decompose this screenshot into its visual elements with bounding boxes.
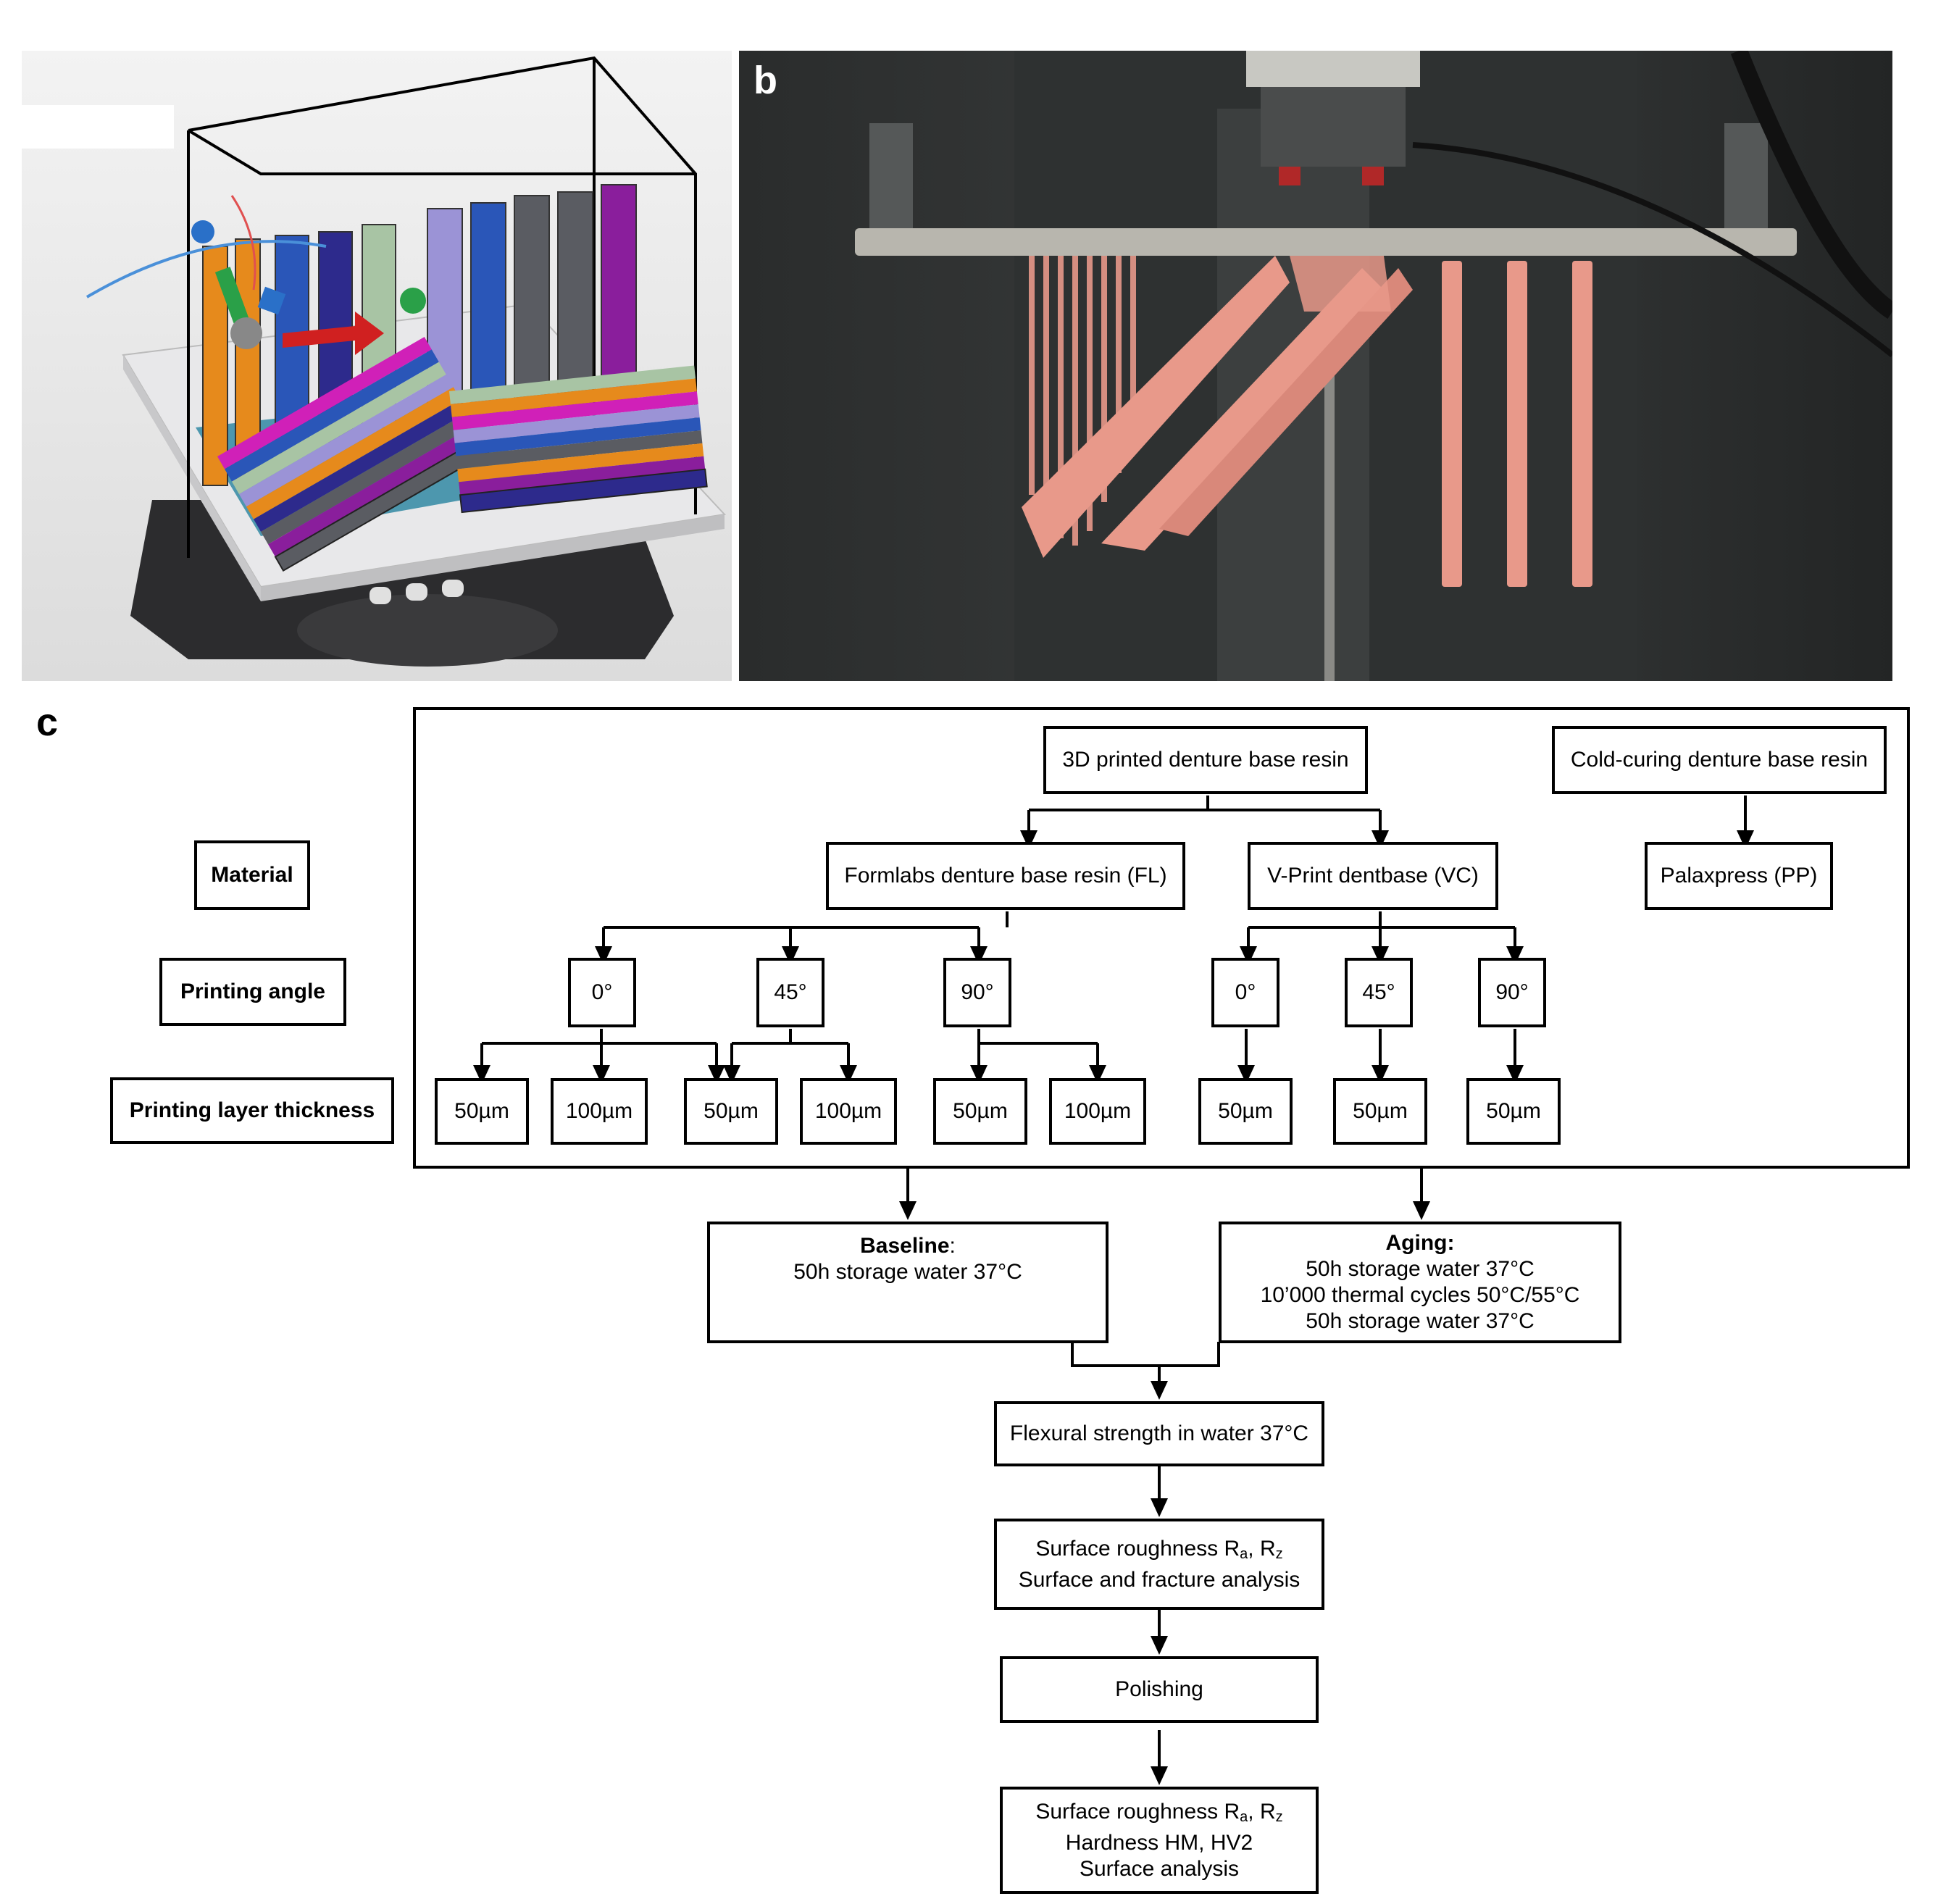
node-vc-angle-45: 45° — [1345, 958, 1413, 1027]
panel-label-b: b — [753, 59, 777, 102]
roughness2-mid: , R — [1248, 1799, 1276, 1824]
node-fl45-100um: 100µm — [800, 1078, 897, 1145]
node-fl90-50um: 50µm — [933, 1078, 1027, 1145]
baseline-colon: : — [949, 1234, 956, 1258]
roughness1-line-1: Surface roughness Ra, Rz — [1035, 1536, 1282, 1567]
roughness1-prefix: Surface roughness R — [1035, 1536, 1240, 1561]
roughness2-line-1: Surface roughness Ra, Rz — [1035, 1799, 1282, 1830]
roughness1-mid: , R — [1248, 1536, 1276, 1561]
printer-photo-image — [739, 51, 1892, 681]
roughness2-sub-a: a — [1240, 1808, 1248, 1825]
arrowheads — [473, 830, 1754, 1785]
group-frame — [413, 707, 1910, 1169]
aging-title: Aging: — [1385, 1231, 1455, 1255]
node-surface-roughness-2: Surface roughness Ra, Rz Hardness HM, HV… — [1000, 1787, 1319, 1894]
node-flexural-strength: Flexural strength in water 37°C — [994, 1401, 1324, 1466]
baseline-line-1: 50h storage water 37°C — [793, 1260, 1022, 1284]
node-fl90-100um: 100µm — [1049, 1078, 1146, 1145]
node-vc-angle-90: 90° — [1478, 958, 1546, 1027]
aging-line-3: 50h storage water 37°C — [1306, 1309, 1535, 1333]
node-3d-printed-resin: 3D printed denture base resin — [1043, 726, 1368, 794]
roughness1-line-2: Surface and fracture analysis — [1018, 1567, 1301, 1592]
node-formlabs-fl: Formlabs denture base resin (FL) — [826, 842, 1185, 910]
baseline-title: Baseline — [860, 1234, 950, 1258]
node-baseline: Baseline: 50h storage water 37°C — [707, 1222, 1109, 1343]
node-aging: Aging: 50h storage water 37°C 10’000 the… — [1219, 1222, 1621, 1343]
row-label-material: Material — [194, 840, 310, 910]
roughness1-sub-a: a — [1240, 1545, 1248, 1562]
roughness1-sub-z: z — [1275, 1545, 1283, 1562]
node-surface-roughness-1: Surface roughness Ra, Rz Surface and fra… — [994, 1519, 1324, 1610]
row-label-layer-thickness: Printing layer thickness — [110, 1077, 394, 1144]
roughness2-sub-z: z — [1275, 1808, 1283, 1825]
node-cold-curing-resin: Cold-curing denture base resin — [1552, 726, 1887, 794]
node-vc90-50um: 50µm — [1466, 1078, 1561, 1145]
node-fl45-50um: 50µm — [684, 1078, 778, 1145]
panel-label-c: c — [36, 701, 59, 744]
roughness2-line-3: Surface analysis — [1079, 1856, 1240, 1881]
aging-line-1: 50h storage water 37°C — [1306, 1257, 1535, 1281]
node-vc0-50um: 50µm — [1198, 1078, 1293, 1145]
aging-line-2: 10’000 thermal cycles 50°C/55°C — [1260, 1283, 1580, 1307]
node-polishing: Polishing — [1000, 1656, 1319, 1723]
node-fl0-50um: 50µm — [435, 1078, 529, 1145]
node-palaxpress-pp: Palaxpress (PP) — [1645, 842, 1833, 910]
roughness2-prefix: Surface roughness R — [1035, 1799, 1240, 1824]
node-vc-angle-0: 0° — [1211, 958, 1279, 1027]
node-fl-angle-0: 0° — [568, 958, 636, 1027]
roughness2-line-2: Hardness HM, HV2 — [1065, 1830, 1253, 1855]
node-vprint-vc: V-Print dentbase (VC) — [1248, 842, 1498, 910]
row-label-printing-angle: Printing angle — [159, 958, 346, 1026]
node-vc45-50um: 50µm — [1333, 1078, 1427, 1145]
node-fl-angle-45: 45° — [756, 958, 824, 1027]
node-fl-angle-90: 90° — [943, 958, 1011, 1027]
node-fl0-100um: 100µm — [551, 1078, 648, 1145]
slicer-render-image — [22, 51, 732, 681]
